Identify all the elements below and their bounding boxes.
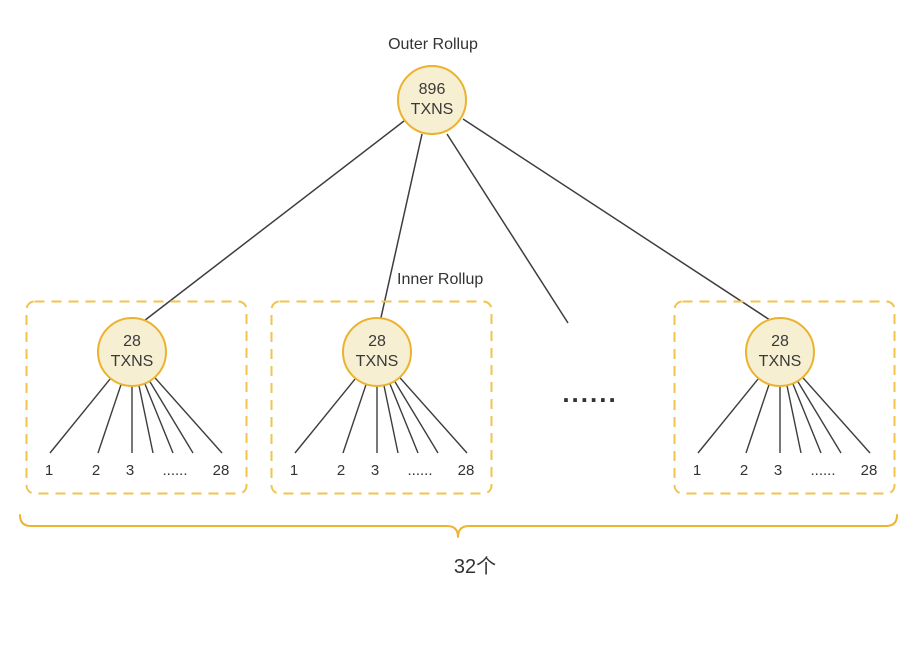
cluster-3-graphics (673, 300, 896, 495)
dashed-border (25, 300, 248, 495)
leaf-label: 3 (125, 462, 135, 479)
inner-rollup-txn-count: 28 (368, 333, 386, 350)
leaf-label: 2 (336, 462, 346, 479)
leaf-ellipsis: ...... (810, 462, 836, 479)
leaf-label: 1 (44, 462, 54, 479)
leaf-label: 28 (212, 462, 230, 479)
bottom-brace (19, 514, 898, 538)
inner-rollup-txn-unit: TXNS (355, 353, 399, 370)
inner-rollup-node-text: 28 TXNS (759, 332, 802, 372)
inner-rollup-node-circle (342, 317, 412, 387)
leaf-label: 2 (739, 462, 749, 479)
leaf-label: 3 (370, 462, 380, 479)
inner-rollup-label: Inner Rollup (397, 271, 484, 288)
hidden-clusters-ellipsis: ...... (562, 378, 618, 408)
leaf-label: 1 (692, 462, 702, 479)
inner-rollup-node-circle (745, 317, 815, 387)
leaf-label: 28 (860, 462, 878, 479)
brace-count-label: 32个 (453, 556, 497, 578)
leaf-label: 3 (773, 462, 783, 479)
leaf-ellipsis: ...... (407, 462, 433, 479)
edge-root-to-cluster-1 (139, 120, 405, 325)
outer-rollup-txn-count: 896 (418, 81, 446, 98)
leaf-label: 28 (457, 462, 475, 479)
inner-rollup-box-1: 28 TXNS 1 2 3 ...... 28 (25, 300, 248, 495)
edge-root-to-cluster-3 (462, 118, 774, 323)
dashed-border (270, 300, 493, 495)
dashed-border (673, 300, 896, 495)
edge-root-to-hidden-clusters (446, 133, 569, 324)
outer-rollup-txn-unit: TXNS (410, 101, 454, 118)
cluster-2-graphics (270, 300, 493, 495)
inner-rollup-txn-count: 28 (123, 333, 141, 350)
cluster-1-graphics (25, 300, 248, 495)
inner-rollup-txn-unit: TXNS (110, 353, 154, 370)
outer-rollup-node-circle (397, 65, 467, 135)
edge-root-to-cluster-2 (379, 133, 423, 323)
leaf-label: 2 (91, 462, 101, 479)
inner-rollup-node-text: 28 TXNS (111, 332, 154, 372)
inner-rollup-node-text: 28 TXNS (356, 332, 399, 372)
inner-rollup-txn-count: 28 (771, 333, 789, 350)
inner-rollup-box-3: 28 TXNS 1 2 3 ...... 28 (673, 300, 896, 495)
leaf-ellipsis: ...... (162, 462, 188, 479)
outer-rollup-node-text: 896 TXNS (411, 80, 454, 120)
inner-rollup-box-2: 28 TXNS 1 2 3 ...... 28 (270, 300, 493, 495)
leaf-label: 1 (289, 462, 299, 479)
outer-rollup-label: Outer Rollup (388, 36, 478, 53)
inner-rollup-node-circle (97, 317, 167, 387)
inner-rollup-txn-unit: TXNS (758, 353, 802, 370)
